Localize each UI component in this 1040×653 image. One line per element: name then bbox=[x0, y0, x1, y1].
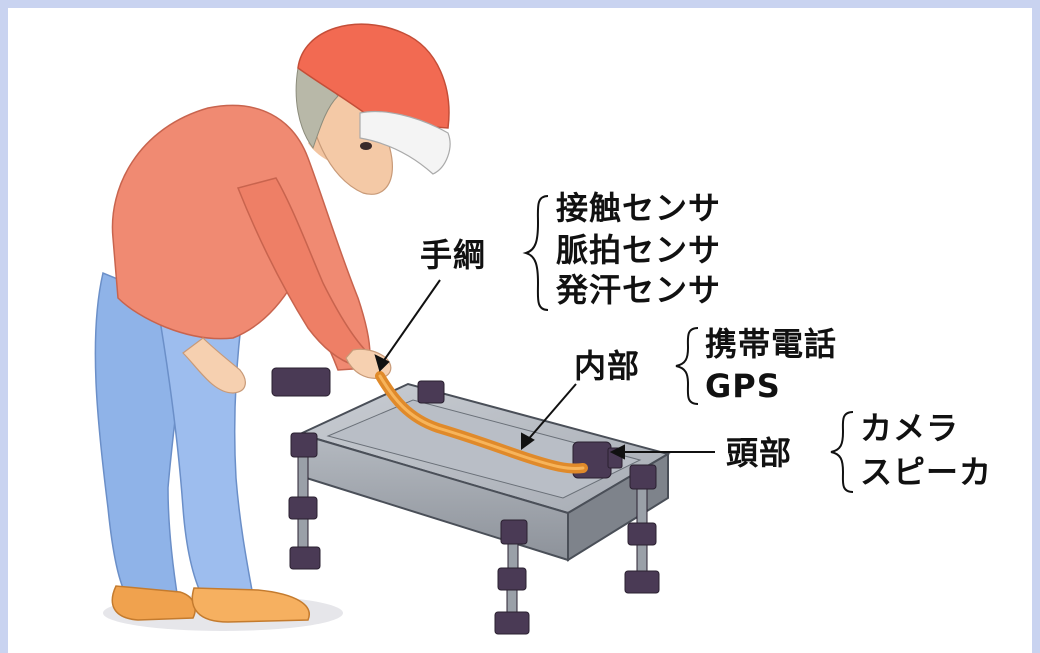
pulse-sensor-label: 脈拍センサ bbox=[556, 231, 722, 269]
sweat-sensor-label: 発汗センサ bbox=[556, 271, 722, 309]
contact-sensor-label: 接触センサ bbox=[556, 189, 722, 227]
gps-label: GPS bbox=[705, 367, 781, 405]
head-label: 頭部 bbox=[726, 434, 793, 472]
robot-illustration bbox=[94, 23, 854, 635]
speaker-label: スピーカ bbox=[860, 453, 993, 491]
illustration-panel: 手綱 接触センサ 脈拍センサ 発汗センサ 内部 携帯電話 GPS 頭部 カメラ … bbox=[8, 8, 1032, 653]
mobile-phone-label: 携帯電話 bbox=[705, 325, 838, 363]
callout-arrows bbox=[374, 279, 715, 460]
camera-label: カメラ bbox=[860, 409, 960, 447]
label-braces bbox=[522, 195, 854, 493]
interior-label: 内部 bbox=[574, 347, 641, 385]
leash-label: 手綱 bbox=[420, 236, 487, 274]
elderly-person bbox=[94, 23, 451, 623]
walking-robot bbox=[271, 367, 671, 635]
